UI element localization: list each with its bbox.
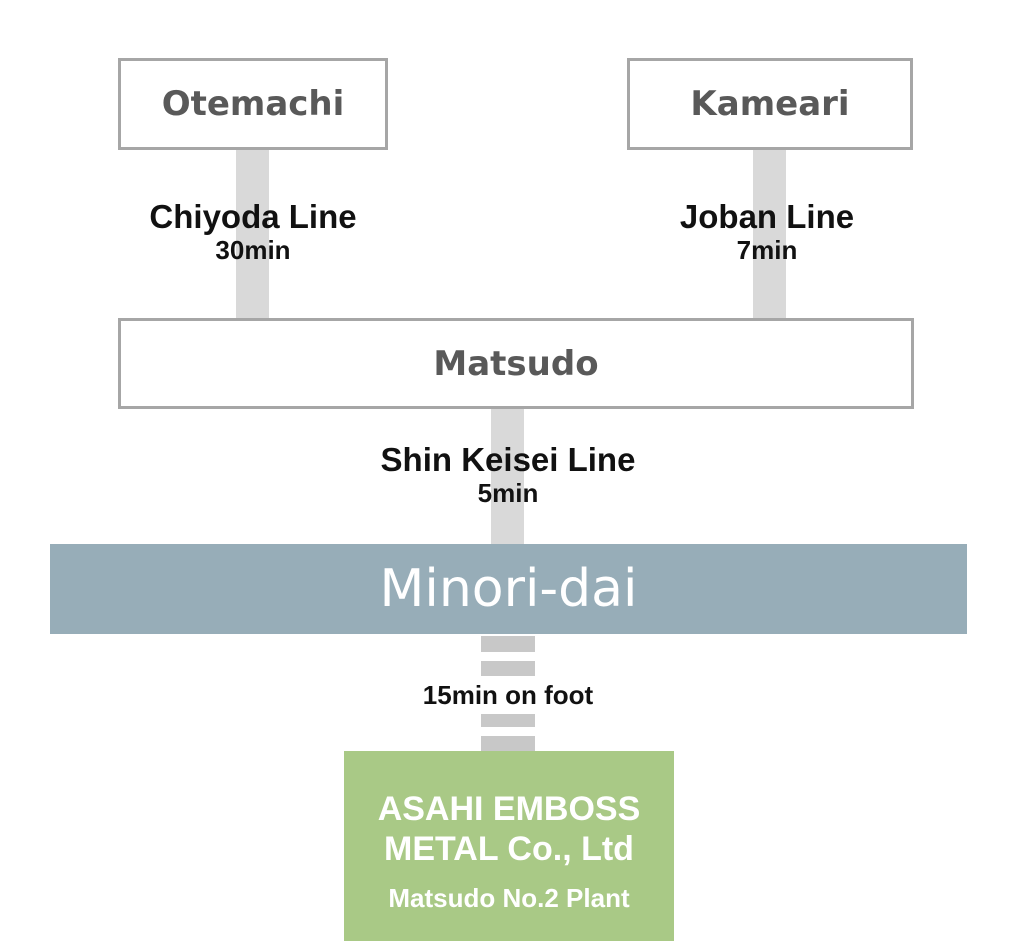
shin-keisei-line-connector (491, 407, 524, 547)
shin-keisei-line-label: Shin Keisei Line 5min (308, 441, 708, 509)
walk-dash (481, 711, 535, 727)
walk-label: 15min on foot (380, 676, 636, 714)
company-name-line2: METAL Co., Ltd (384, 830, 634, 868)
station-minori-dai: Minori-dai (50, 544, 967, 634)
joban-line-name: Joban Line (679, 198, 855, 235)
shin-keisei-line-name: Shin Keisei Line (380, 441, 636, 478)
station-kameari: Kameari (627, 58, 913, 150)
chiyoda-line-label: Chiyoda Line 30min (100, 198, 406, 266)
chiyoda-line-name: Chiyoda Line (149, 198, 357, 235)
station-matsudo: Matsudo (118, 318, 914, 409)
chiyoda-line-time: 30min (215, 234, 291, 265)
station-kameari-label: Kameari (690, 84, 850, 124)
station-otemachi-label: Otemachi (161, 84, 345, 124)
walk-dash (481, 736, 535, 752)
chiyoda-line-connector (236, 148, 269, 320)
station-otemachi: Otemachi (118, 58, 388, 150)
shin-keisei-line-time: 5min (477, 477, 539, 508)
station-minori-dai-label: Minori-dai (379, 559, 638, 619)
company-name-line1: ASAHI EMBOSS (377, 790, 641, 828)
company-name: ASAHI EMBOSS METAL Co., Ltd (344, 789, 674, 869)
joban-line-time: 7min (736, 234, 798, 265)
station-matsudo-label: Matsudo (433, 343, 599, 384)
joban-line-connector (753, 148, 786, 320)
plant-site-name: Matsudo No.2 Plant (388, 883, 630, 913)
joban-line-label: Joban Line 7min (614, 198, 920, 266)
walk-dash (481, 661, 535, 677)
destination-plant: ASAHI EMBOSS METAL Co., Ltd Matsudo No.2… (344, 751, 674, 941)
walk-dash (481, 636, 535, 652)
